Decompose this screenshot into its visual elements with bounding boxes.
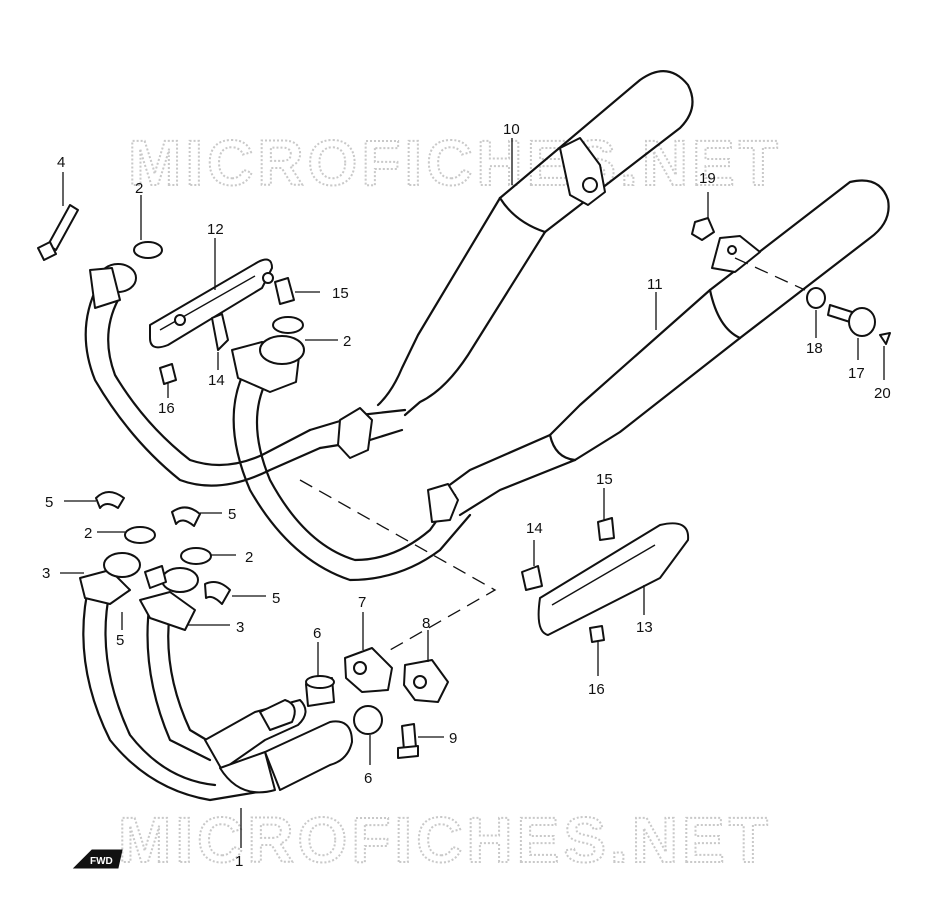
collet-5a (95, 491, 125, 509)
bolt-17 (827, 304, 876, 337)
heat-shield-13 (537, 522, 690, 636)
callout-6-upper: 6 (313, 625, 321, 642)
bolt-9 (397, 723, 419, 759)
callout-10: 10 (503, 121, 520, 138)
callout-18: 18 (806, 340, 823, 357)
clip-15-lower (597, 517, 615, 541)
leader-lines (60, 138, 885, 848)
gasket-upper-left (133, 241, 163, 259)
callout-16-upper: 16 (158, 400, 175, 417)
lower-flange-right (139, 567, 199, 631)
callout-12: 12 (207, 221, 224, 238)
callout-9: 9 (449, 730, 457, 747)
callout-3-right: 3 (236, 619, 244, 636)
washer-18 (806, 287, 826, 309)
callout-15-lower: 15 (596, 471, 613, 488)
callout-20: 20 (874, 385, 891, 402)
callout-5-d: 5 (116, 632, 124, 649)
fwd-arrow-icon: FWD (72, 849, 123, 869)
muffler-11 (438, 179, 890, 517)
callout-1: 1 (235, 853, 243, 870)
callout-5-c: 5 (272, 590, 280, 607)
muffler-10 (376, 70, 694, 417)
callout-19: 19 (699, 170, 716, 187)
bolt-16-lower (589, 625, 605, 643)
gasket-lower-right (180, 547, 212, 565)
gasket-upper-right (272, 316, 304, 334)
callout-2-lower-right: 2 (245, 549, 253, 566)
clip-14-lower (521, 565, 543, 591)
callout-11: 11 (647, 276, 663, 293)
upper-flange-right (231, 335, 305, 393)
callout-6-lower: 6 (364, 770, 372, 787)
callout-5-a: 5 (45, 494, 53, 511)
callout-17: 17 (848, 365, 865, 382)
clamp-8 (403, 659, 449, 703)
callout-14-upper: 14 (208, 372, 225, 389)
callout-7: 7 (358, 594, 366, 611)
sleeve-6-upper (305, 675, 335, 707)
callout-3-left: 3 (42, 565, 50, 582)
callout-4: 4 (57, 154, 65, 171)
callout-labels: 1 2 2 2 2 3 3 4 5 5 5 5 6 6 7 8 9 10 11 … (42, 121, 891, 870)
upper-flange-left (89, 263, 137, 309)
callout-16-lower: 16 (588, 681, 605, 698)
front-header-1 (82, 578, 353, 802)
bolt-16-upper (159, 363, 177, 385)
nut-19 (691, 217, 715, 241)
callout-2-upper-right: 2 (343, 333, 351, 350)
heat-shield-12 (149, 258, 274, 349)
watermark-top: MICROFICHES.NET (128, 127, 782, 199)
upper-header-pipes (84, 283, 472, 582)
clip-15-upper (274, 277, 295, 305)
callout-13: 13 (636, 619, 653, 636)
fwd-label: FWD (90, 856, 113, 867)
clip-14-upper (211, 313, 229, 351)
callout-15-upper: 15 (332, 285, 349, 302)
gasket-lower-left (124, 526, 156, 544)
callout-14-lower: 14 (526, 520, 543, 537)
clamp-7 (344, 647, 393, 693)
callout-2-lower-left: 2 (84, 525, 92, 542)
callout-2-upper-left: 2 (135, 180, 143, 197)
collet-5c (204, 581, 231, 605)
collet-5d (144, 565, 167, 589)
watermark-bottom: MICROFICHES.NET (118, 804, 772, 876)
bolt-4 (37, 204, 79, 261)
cap-20 (879, 332, 891, 345)
callout-5-b: 5 (228, 506, 236, 523)
lower-flange-left (79, 552, 141, 605)
sleeve-6-lower (353, 705, 383, 735)
collet-5b (171, 506, 201, 527)
callout-8: 8 (422, 615, 430, 632)
